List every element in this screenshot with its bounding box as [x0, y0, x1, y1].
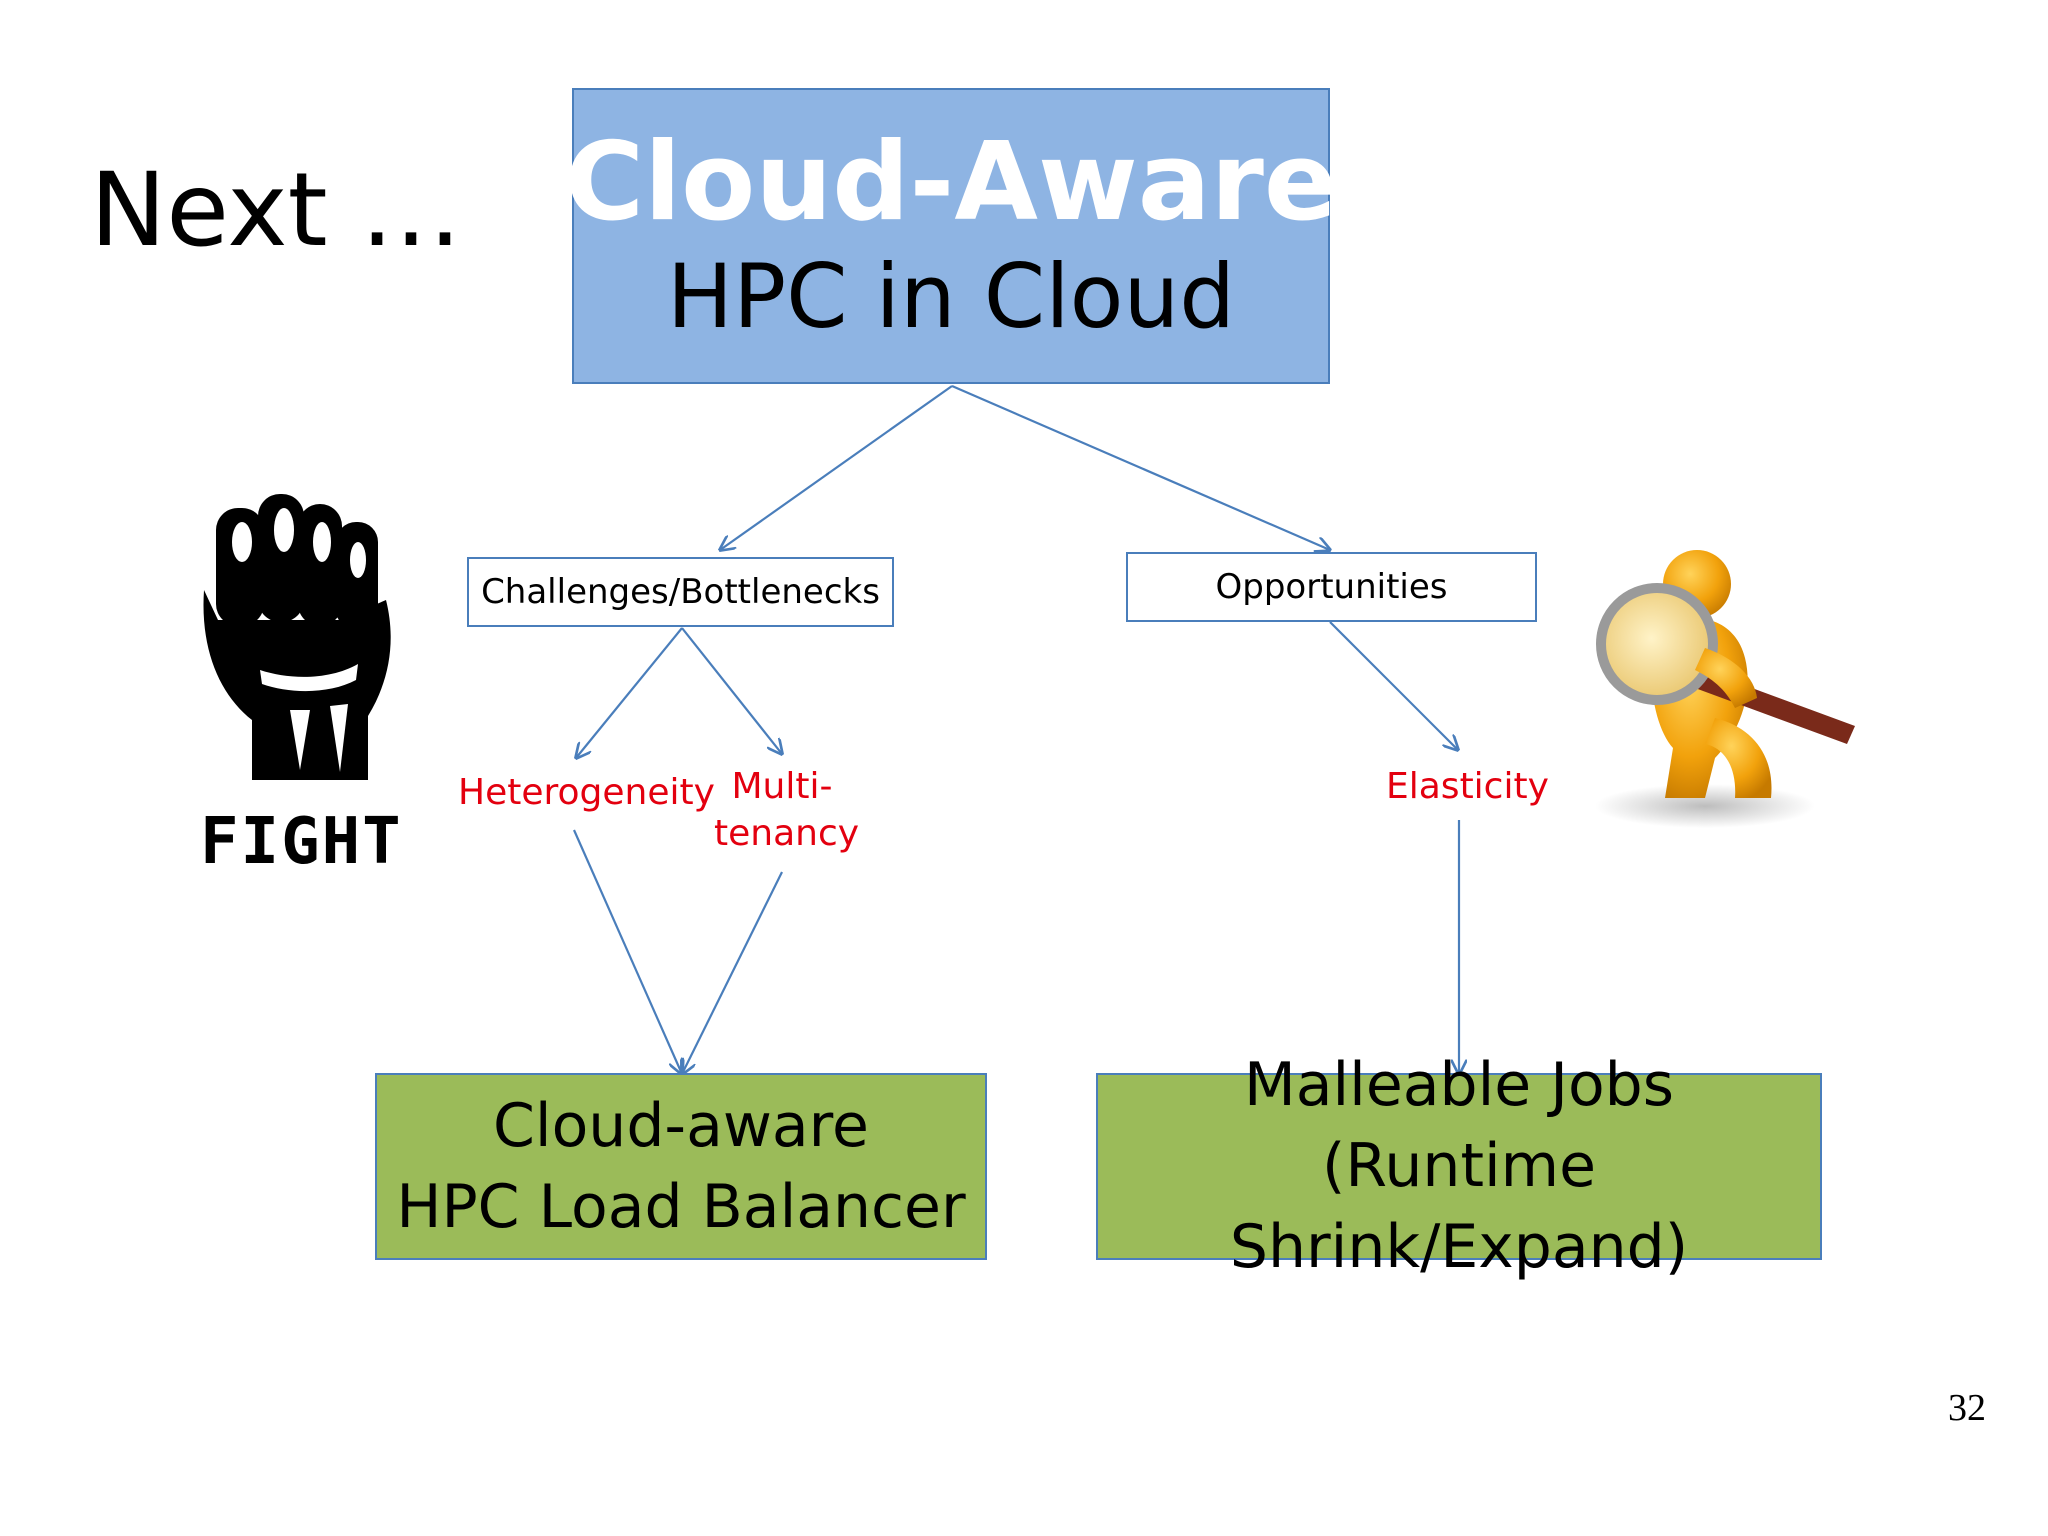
fight-caption: FIGHT	[200, 805, 403, 879]
arrow-challenges-to-multitenancy	[681, 627, 782, 754]
magnifier-person-image	[1585, 548, 1865, 833]
arrow-top-to-opportunities	[951, 384, 1330, 550]
arrow-opportunities-to-elasticity	[1329, 621, 1458, 750]
page-number: 32	[1948, 1387, 1986, 1429]
fight-fist-image: FIGHT	[190, 480, 410, 880]
person-with-magnifying-glass-icon	[1595, 550, 1855, 828]
challenges-bottlenecks-box: Challenges/Bottlenecks	[467, 557, 894, 627]
malleable-jobs-line1: Malleable Jobs (Runtime	[1243, 1050, 1675, 1201]
heterogeneity-label: Heterogeneity	[458, 772, 715, 813]
load-balancer-box: Cloud-aware HPC Load Balancer	[375, 1073, 987, 1260]
cloud-aware-heading: Cloud-Aware	[564, 119, 1338, 245]
arrow-challenges-to-heterogeneity	[576, 627, 683, 758]
malleable-jobs-line2: Shrink/Expand)	[1229, 1212, 1689, 1282]
cloud-aware-box: Cloud-Aware HPC in Cloud	[565, 88, 1337, 384]
load-balancer-line1: Cloud-aware	[493, 1090, 869, 1161]
elasticity-label: Elasticity	[1386, 766, 1549, 807]
arrow-multitenancy-to-load-balancer	[682, 871, 783, 1074]
multitenancy-label: Multi- tenancy	[714, 764, 860, 858]
load-balancer-line2: HPC Load Balancer	[396, 1171, 966, 1242]
arrow-heterogeneity-to-load-balancer	[572, 829, 682, 1074]
malleable-jobs-box: Malleable Jobs (Runtime Shrink/Expand)	[1096, 1050, 1822, 1282]
opportunities-label: Opportunities	[1215, 567, 1448, 607]
raised-fist-icon	[203, 494, 391, 780]
multitenancy-label-line2: tenancy	[714, 812, 860, 854]
hpc-in-cloud-subheading: HPC in Cloud	[666, 244, 1236, 348]
arrow-top-to-challenges	[720, 385, 953, 550]
slide-title: Next …	[90, 151, 463, 270]
opportunities-box: Opportunities	[1126, 552, 1537, 622]
multitenancy-label-line1: Multi-	[731, 766, 833, 807]
challenges-bottlenecks-label: Challenges/Bottlenecks	[481, 572, 880, 612]
